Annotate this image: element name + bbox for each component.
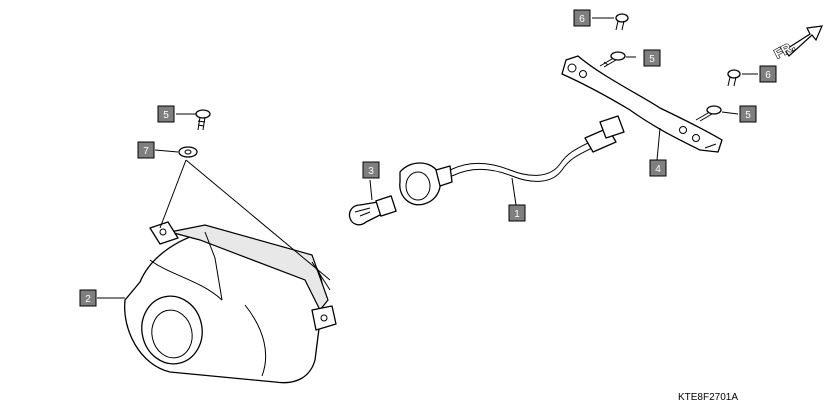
mounting-stay [561, 55, 723, 153]
bulb [348, 195, 397, 226]
callout-2: 2 [79, 289, 97, 307]
screw-housing [195, 109, 211, 131]
svg-text:7: 7 [143, 146, 149, 157]
svg-text:6: 6 [579, 14, 585, 25]
headlight-housing [124, 221, 337, 384]
direction-label: FR. [772, 38, 798, 61]
svg-text:5: 5 [163, 110, 169, 121]
callout-4: 4 [649, 159, 667, 177]
front-direction-arrow: FR. [771, 25, 823, 62]
callout-5-bracket-top: 5 [643, 49, 661, 67]
callout-3: 3 [362, 161, 380, 179]
socket-harness [399, 115, 625, 206]
leader-lines [97, 17, 758, 299]
callout-6-right: 6 [759, 65, 777, 83]
callout-5-bracket-right: 5 [739, 105, 757, 123]
callout-7: 7 [137, 141, 155, 159]
svg-text:5: 5 [649, 54, 655, 65]
callout-1: 1 [508, 204, 526, 222]
headlight-lens [141, 295, 203, 365]
svg-text:2: 2 [85, 294, 91, 305]
bolt-bracket-top [615, 13, 629, 31]
housing-mount-tab-right [311, 305, 337, 331]
svg-text:5: 5 [745, 110, 751, 121]
svg-text:6: 6 [765, 70, 771, 81]
callout-6-top: 6 [573, 9, 591, 27]
screw-bracket-top [599, 51, 626, 68]
svg-text:3: 3 [368, 166, 374, 177]
bolt-bracket-right [727, 69, 741, 87]
svg-text:4: 4 [655, 164, 661, 175]
svg-text:1: 1 [514, 209, 520, 220]
screw-bracket-right [695, 105, 722, 122]
housing-mount-tab-left [149, 221, 179, 245]
drawing-code: KTE8F2701A [678, 392, 738, 403]
callout-5-housing: 5 [157, 105, 175, 123]
washer [178, 146, 198, 158]
